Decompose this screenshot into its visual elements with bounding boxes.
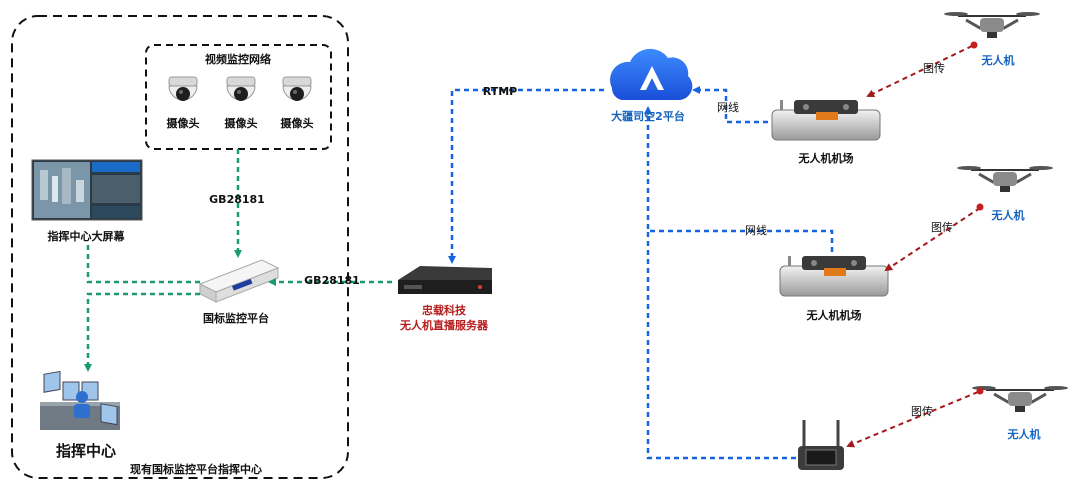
dji-cloud-icon	[610, 48, 693, 100]
cloud-platform-label: 大疆司空2平台	[611, 110, 685, 123]
camera-icon	[226, 76, 256, 101]
gb-horizontal-label: GB28181	[304, 274, 360, 287]
server-company-label: 忠载科技	[422, 304, 466, 317]
link-dock1-to-cloud	[692, 86, 768, 124]
rtmp-label: RTMP	[482, 85, 518, 98]
video-network-title: 视频监控网络	[205, 53, 271, 66]
drone-label: 无人机	[1007, 428, 1041, 441]
gb-platform-icon	[198, 259, 280, 303]
remote-controller-icon	[798, 420, 844, 470]
gb-vertical-label: GB28181	[209, 193, 265, 206]
link-platform-to-command	[84, 292, 200, 372]
camera-label: 摄像头	[166, 117, 200, 130]
big-screen-label: 指挥中心大屏幕	[47, 230, 125, 243]
transmit-label: 图传	[911, 405, 933, 418]
drone-icon	[972, 386, 1068, 412]
wire-label: 网线	[745, 224, 767, 237]
drone-icon	[957, 166, 1053, 192]
dock1-label: 无人机机场	[798, 152, 854, 165]
existing-area-label: 现有国标监控平台指挥中心	[130, 463, 262, 476]
link-controller-to-cloud	[646, 231, 796, 460]
link-drone2-to-dock2	[884, 207, 981, 272]
link-dock2-to-cloud	[644, 106, 834, 252]
big-screen-icon	[31, 159, 143, 221]
transmit-label: 图传	[931, 221, 953, 234]
camera-icon	[168, 76, 198, 101]
camera-label: 摄像头	[224, 117, 258, 130]
drone-label: 无人机	[981, 54, 1015, 67]
link-cloud-to-server	[448, 88, 604, 264]
link-platform-to-screen	[86, 244, 200, 284]
drone-dock-icon	[771, 100, 881, 141]
server-icon	[398, 266, 492, 294]
dock2-label: 无人机机场	[806, 309, 862, 322]
command-center-icon	[40, 370, 120, 430]
drone-icon	[944, 12, 1040, 38]
camera-label: 摄像头	[280, 117, 314, 130]
link-drone1-to-dock1	[866, 45, 973, 98]
gb-platform-label: 国标监控平台	[203, 312, 269, 325]
drone-label: 无人机	[991, 209, 1025, 222]
command-center-label: 指挥中心	[55, 442, 117, 460]
drone-dock-icon	[779, 256, 889, 297]
transmit-label: 图传	[923, 62, 945, 75]
camera-icon	[282, 76, 312, 101]
wire-label: 网线	[717, 101, 739, 114]
link-drone3-to-controller	[846, 391, 979, 448]
server-name-label: 无人机直播服务器	[400, 319, 488, 332]
existing-platform-boundary	[11, 15, 349, 479]
